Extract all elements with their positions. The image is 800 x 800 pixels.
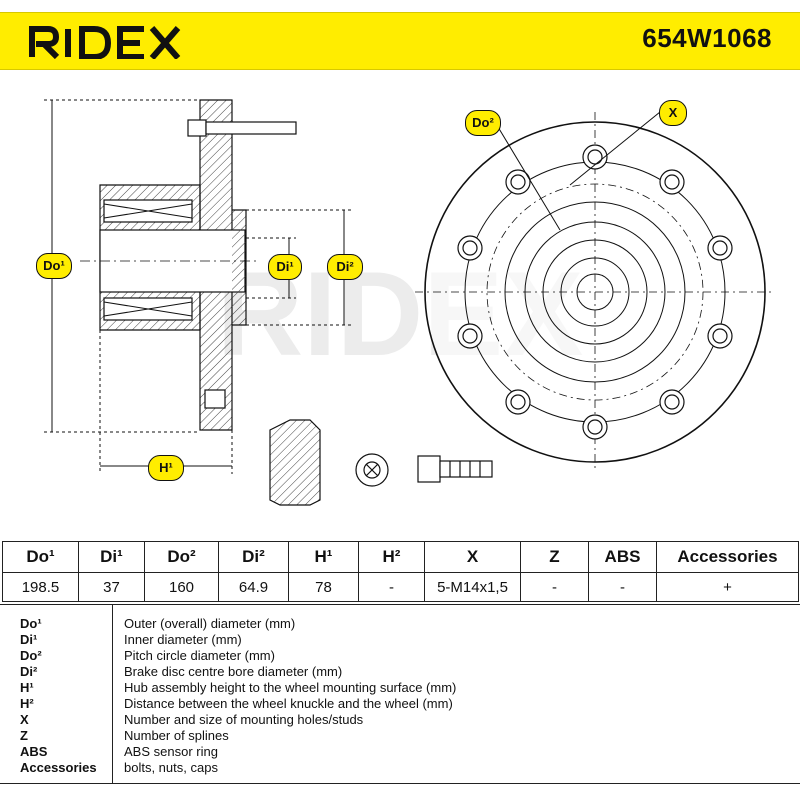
table-header-cell: Di¹ xyxy=(78,541,145,573)
table-cell: 64.9 xyxy=(218,572,289,602)
table-header-cell: Accessories xyxy=(656,541,799,573)
table-header-cell: Do² xyxy=(144,541,219,573)
table-cell: 160 xyxy=(144,572,219,602)
legend-key: H¹ xyxy=(20,680,34,695)
table-cell: - xyxy=(588,572,657,602)
legend-key: Do² xyxy=(20,648,42,663)
bolt-head-icon xyxy=(355,453,389,487)
legend-row: Z Number of splines xyxy=(0,728,800,744)
table-header-cell: X xyxy=(424,541,521,573)
table-cell: 37 xyxy=(78,572,145,602)
legend-key: Di¹ xyxy=(20,632,38,647)
table-cell: + xyxy=(656,572,799,602)
label-do1: Do¹ xyxy=(36,253,72,279)
legend-row: X Number and size of mounting holes/stud… xyxy=(0,712,800,728)
legend-row: Do² Pitch circle diameter (mm) xyxy=(0,648,800,664)
legend-desc: Outer (overall) diameter (mm) xyxy=(124,616,296,631)
legend-key: Z xyxy=(20,728,28,743)
screw-icon xyxy=(417,455,493,483)
legend-desc: Brake disc centre bore diameter (mm) xyxy=(124,664,343,679)
table-header-cell: H² xyxy=(358,541,425,573)
specifications-table: Do¹ Di¹ Do² Di² H¹ H² X Z ABS Accessorie… xyxy=(2,541,799,602)
table-cell: - xyxy=(358,572,425,602)
table-cell: 5-M14x1,5 xyxy=(424,572,521,602)
legend-desc: bolts, nuts, caps xyxy=(124,760,218,775)
table-header-cell: Do¹ xyxy=(2,541,79,573)
legend-divider xyxy=(112,605,113,783)
table-header-cell: H¹ xyxy=(288,541,359,573)
legend-key: Accessories xyxy=(20,760,97,775)
label-di2: Di² xyxy=(327,254,363,280)
legend-desc: Distance between the wheel knuckle and t… xyxy=(124,696,453,711)
hub-flange-front-view xyxy=(415,111,775,472)
legend-row: ABS ABS sensor ring xyxy=(0,744,800,760)
label-di1: Di¹ xyxy=(268,254,302,280)
legend-row: Do¹ Outer (overall) diameter (mm) xyxy=(0,616,800,632)
header-bar: 654W1068 xyxy=(0,12,800,70)
legend-desc: Number and size of mounting holes/studs xyxy=(124,712,364,727)
legend-row: H² Distance between the wheel knuckle an… xyxy=(0,696,800,712)
legend-row: Di¹ Inner diameter (mm) xyxy=(0,632,800,648)
ridex-logo xyxy=(29,26,181,59)
table-cell: 78 xyxy=(288,572,359,602)
table-header-cell: Di² xyxy=(218,541,289,573)
legend-row: H¹ Hub assembly height to the wheel moun… xyxy=(0,680,800,696)
technical-drawing: RIDEX xyxy=(44,99,775,506)
nut-icon xyxy=(269,419,321,506)
part-number: 654W1068 xyxy=(642,23,772,53)
table-header-row: Do¹ Di¹ Do² Di² H¹ H² X Z ABS Accessorie… xyxy=(2,541,799,573)
legend-desc: ABS sensor ring xyxy=(124,744,218,759)
legend-desc: Number of splines xyxy=(124,728,229,743)
table-header-cell: ABS xyxy=(588,541,657,573)
label-x: X xyxy=(659,100,687,126)
legend-desc: Pitch circle diameter (mm) xyxy=(124,648,275,663)
legend-key: Di² xyxy=(20,664,38,679)
table-row: 198.5 37 160 64.9 78 - 5-M14x1,5 - - + xyxy=(2,572,799,602)
label-h1: H¹ xyxy=(148,455,184,481)
legend-key: X xyxy=(20,712,29,727)
legend-key: ABS xyxy=(20,744,48,759)
legend-key: Do¹ xyxy=(20,616,42,631)
table-cell: - xyxy=(520,572,589,602)
legend-desc: Inner diameter (mm) xyxy=(124,632,242,647)
label-do2: Do² xyxy=(465,110,501,136)
legend: Do¹ Outer (overall) diameter (mm) Di¹ In… xyxy=(0,604,800,784)
table-header-cell: Z xyxy=(520,541,589,573)
legend-row: Di² Brake disc centre bore diameter (mm) xyxy=(0,664,800,680)
legend-row: Accessories bolts, nuts, caps xyxy=(0,760,800,776)
legend-desc: Hub assembly height to the wheel mountin… xyxy=(124,680,457,695)
legend-key: H² xyxy=(20,696,34,711)
table-cell: 198.5 xyxy=(2,572,79,602)
